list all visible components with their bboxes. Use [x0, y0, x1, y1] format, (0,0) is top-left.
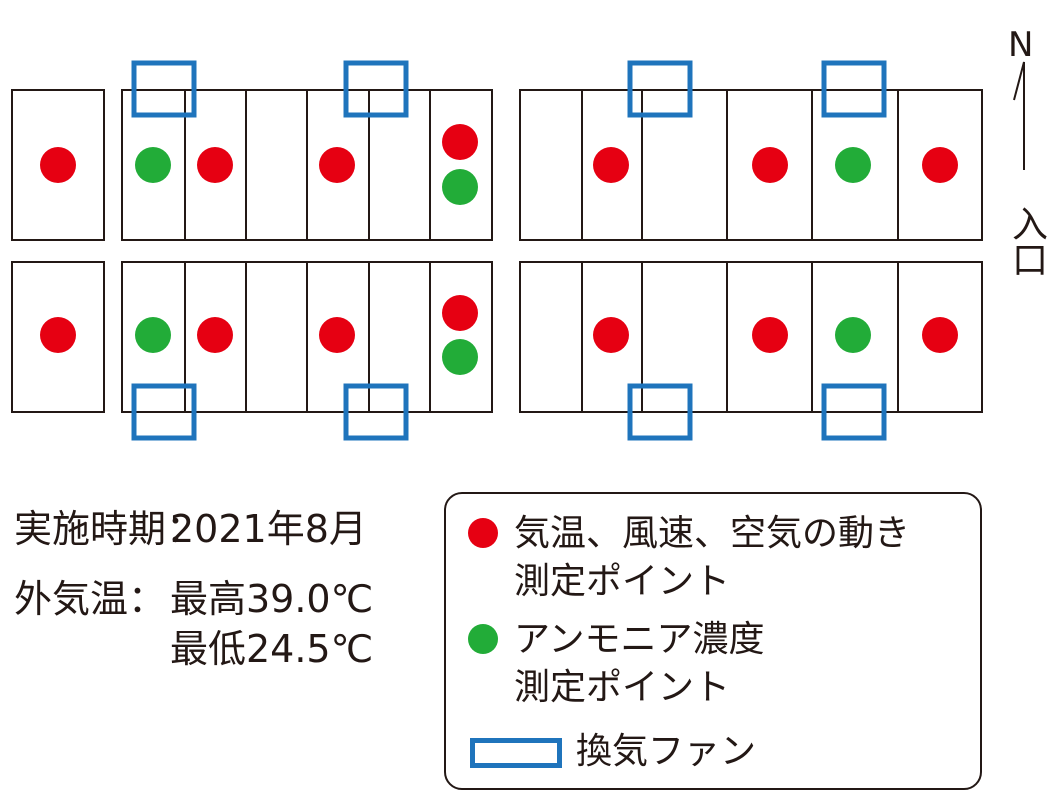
- ventilation-fan-icon: [821, 383, 887, 441]
- green-measurement-point: [135, 147, 171, 183]
- green-measurement-point: [442, 169, 478, 205]
- red-point-icon: [468, 518, 498, 548]
- red-measurement-point: [319, 147, 355, 183]
- green-point-icon: [468, 624, 498, 654]
- pen-small-west: [11, 261, 105, 413]
- red-measurement-point: [319, 317, 355, 353]
- ventilation-fan-icon: [627, 383, 693, 441]
- red-measurement-point: [593, 317, 629, 353]
- pen-block-east: [519, 89, 983, 241]
- ventilation-fan-icon: [131, 60, 197, 118]
- red-measurement-point: [922, 147, 958, 183]
- legend: 気温、風速、空気の動き 測定ポイント アンモニア濃度 測定ポイント 換気ファン: [444, 492, 982, 790]
- red-measurement-point: [752, 147, 788, 183]
- ventilation-fan-icon: [821, 60, 887, 118]
- legend-green-line1: アンモニア濃度: [514, 619, 765, 660]
- entrance-label: 入口: [1006, 205, 1047, 277]
- legend-red-line1: 気温、風速、空気の動き: [514, 513, 911, 554]
- north-label: N: [1008, 25, 1034, 65]
- red-measurement-point: [40, 317, 76, 353]
- min-temp: 最低24.5℃: [170, 627, 374, 671]
- red-measurement-point: [922, 317, 958, 353]
- pen-small-west: [11, 89, 105, 241]
- green-measurement-point: [835, 317, 871, 353]
- max-temp: 最高39.0℃: [170, 577, 374, 621]
- green-measurement-point: [135, 317, 171, 353]
- ventilation-fan-icon: [343, 60, 409, 118]
- red-measurement-point: [752, 317, 788, 353]
- red-measurement-point: [593, 147, 629, 183]
- north-arrow-head: [1013, 61, 1025, 101]
- green-measurement-point: [442, 339, 478, 375]
- red-measurement-point: [442, 124, 478, 160]
- period-value: 2021年8月: [170, 507, 367, 551]
- outside-temp-label: 外気温：: [14, 577, 167, 621]
- fan-icon: [470, 738, 562, 768]
- red-measurement-point: [442, 295, 478, 331]
- green-measurement-point: [835, 147, 871, 183]
- red-measurement-point: [197, 317, 233, 353]
- legend-green-line2: 測定ポイント: [514, 667, 731, 708]
- period-label: 実施時期：: [14, 507, 205, 551]
- legend-fan-label: 換気ファン: [576, 731, 757, 772]
- ventilation-fan-icon: [343, 383, 409, 441]
- pen-block-east: [519, 261, 983, 413]
- red-measurement-point: [197, 147, 233, 183]
- ventilation-fan-icon: [627, 60, 693, 118]
- legend-red-line2: 測定ポイント: [514, 561, 731, 602]
- red-measurement-point: [40, 147, 76, 183]
- ventilation-fan-icon: [131, 383, 197, 441]
